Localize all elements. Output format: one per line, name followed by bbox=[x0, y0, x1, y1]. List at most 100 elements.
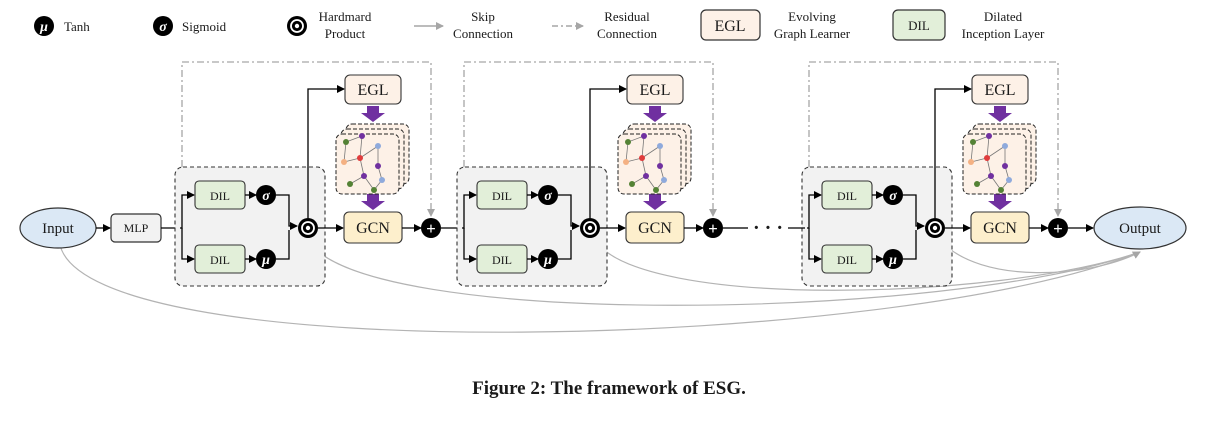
skip-connection bbox=[594, 239, 1141, 291]
legend-skip: Skip Connection bbox=[414, 9, 513, 41]
skip-label-line1: Skip bbox=[471, 9, 495, 24]
graph-node bbox=[984, 155, 990, 161]
graph-node bbox=[361, 173, 367, 179]
graph-node bbox=[375, 163, 381, 169]
sigmoid-icon bbox=[538, 185, 558, 205]
add-icon bbox=[1048, 218, 1068, 238]
graph-node bbox=[625, 139, 631, 145]
legend-egl-box-label: EGL bbox=[714, 18, 745, 35]
graph-node bbox=[657, 143, 663, 149]
figure-caption: Figure 2: The framework of ESG. bbox=[472, 378, 746, 399]
dil-top-label: DIL bbox=[492, 189, 512, 203]
graph-node bbox=[623, 159, 629, 165]
add-icon bbox=[421, 218, 441, 238]
tanh-symbol: μ bbox=[888, 253, 897, 268]
purple-down-arrow-icon bbox=[988, 106, 1012, 122]
legend-dil: DIL Dilated Inception Layer bbox=[892, 9, 1045, 41]
skip-connection bbox=[307, 239, 1141, 306]
input-label: Input bbox=[42, 221, 74, 237]
residual-label-line2: Connection bbox=[597, 26, 657, 41]
output-label: Output bbox=[1119, 221, 1162, 237]
skip-label-line2: Connection bbox=[453, 26, 513, 41]
residual-connection bbox=[181, 61, 435, 217]
legend-tanh: μ Tanh bbox=[34, 16, 90, 36]
purple-down-arrow-icon bbox=[988, 194, 1012, 210]
tanh-symbol: μ bbox=[261, 253, 270, 268]
legend-dil-box bbox=[892, 9, 946, 41]
dil-bottom-label: DIL bbox=[210, 253, 230, 267]
purple-down-arrow-icon bbox=[361, 106, 385, 122]
input-node: Input bbox=[19, 207, 97, 249]
sigmoid-icon bbox=[883, 185, 903, 205]
graph-node bbox=[641, 133, 647, 139]
graph-node bbox=[1002, 163, 1008, 169]
graph-node bbox=[639, 155, 645, 161]
residual-label-line1: Residual bbox=[604, 9, 650, 24]
egl-label-line2: Graph Learner bbox=[774, 26, 851, 41]
sigmoid-symbol: σ bbox=[889, 189, 897, 204]
graph-node bbox=[629, 181, 635, 187]
tanh-symbol: μ bbox=[543, 253, 552, 268]
legend-egl: EGL Evolving Graph Learner bbox=[700, 9, 851, 41]
output-node: Output bbox=[1093, 206, 1187, 250]
graph-node bbox=[1006, 177, 1012, 183]
learned-graph bbox=[623, 133, 667, 193]
sigmoid-symbol: σ bbox=[262, 189, 270, 204]
egl-box bbox=[626, 74, 684, 105]
dil-label-line2: Inception Layer bbox=[962, 26, 1045, 41]
graph-node bbox=[653, 187, 659, 193]
add-symbol: + bbox=[426, 219, 436, 238]
graph-node bbox=[347, 181, 353, 187]
egl-box bbox=[344, 74, 402, 105]
legend-egl-box bbox=[700, 9, 761, 41]
skip-connections bbox=[59, 239, 1141, 333]
graph-node bbox=[371, 187, 377, 193]
legend-sigmoid: σ Sigmoid bbox=[153, 16, 227, 36]
gcn-label: GCN bbox=[356, 220, 390, 237]
egl-label: EGL bbox=[984, 82, 1015, 99]
graph-node bbox=[1002, 143, 1008, 149]
graph-node bbox=[986, 133, 992, 139]
egl-label-line1: Evolving bbox=[788, 9, 836, 24]
learned-graph bbox=[968, 133, 1012, 193]
tanh-icon bbox=[883, 249, 903, 269]
legend-hadamard: Hardmard Product bbox=[287, 9, 372, 41]
add-symbol: + bbox=[708, 219, 718, 238]
graph-node bbox=[657, 163, 663, 169]
sigmoid-icon bbox=[256, 185, 276, 205]
purple-down-arrow-icon bbox=[361, 194, 385, 210]
legend-dil-box-label: DIL bbox=[908, 18, 930, 33]
add-symbol: + bbox=[1053, 219, 1063, 238]
graph-node bbox=[998, 187, 1004, 193]
learned-graph bbox=[341, 133, 385, 193]
graph-node bbox=[379, 177, 385, 183]
graph-node bbox=[375, 143, 381, 149]
purple-down-arrow-icon bbox=[643, 194, 667, 210]
legend: μ Tanh σ Sigmoid Hardmard Product Skip C… bbox=[34, 9, 1045, 41]
dil-top-label: DIL bbox=[837, 189, 857, 203]
graph-node bbox=[968, 159, 974, 165]
graph-node bbox=[970, 139, 976, 145]
dil-top-label: DIL bbox=[210, 189, 230, 203]
residual-connection bbox=[463, 61, 717, 217]
sigmoid-icon bbox=[153, 16, 173, 36]
sigmoid-label: Sigmoid bbox=[182, 19, 227, 34]
legend-residual: Residual Connection bbox=[552, 9, 657, 41]
purple-down-arrow-icon bbox=[643, 106, 667, 122]
tanh-icon bbox=[34, 16, 54, 36]
sigmoid-symbol: σ bbox=[544, 189, 552, 204]
graph-node bbox=[341, 159, 347, 165]
graph-node bbox=[359, 133, 365, 139]
mlp-label: MLP bbox=[124, 221, 149, 235]
gcn-label: GCN bbox=[983, 220, 1017, 237]
dil-bottom-label: DIL bbox=[837, 253, 857, 267]
dil-bottom-label: DIL bbox=[492, 253, 512, 267]
graph-node bbox=[661, 177, 667, 183]
graph-node bbox=[343, 139, 349, 145]
sigmoid-symbol: σ bbox=[159, 20, 167, 35]
mlp-node: MLP bbox=[110, 213, 162, 243]
esg-blocks: DILDILσμEGLGCN+DILDILσμEGLGCN+DILDILσμEG… bbox=[174, 61, 1094, 287]
